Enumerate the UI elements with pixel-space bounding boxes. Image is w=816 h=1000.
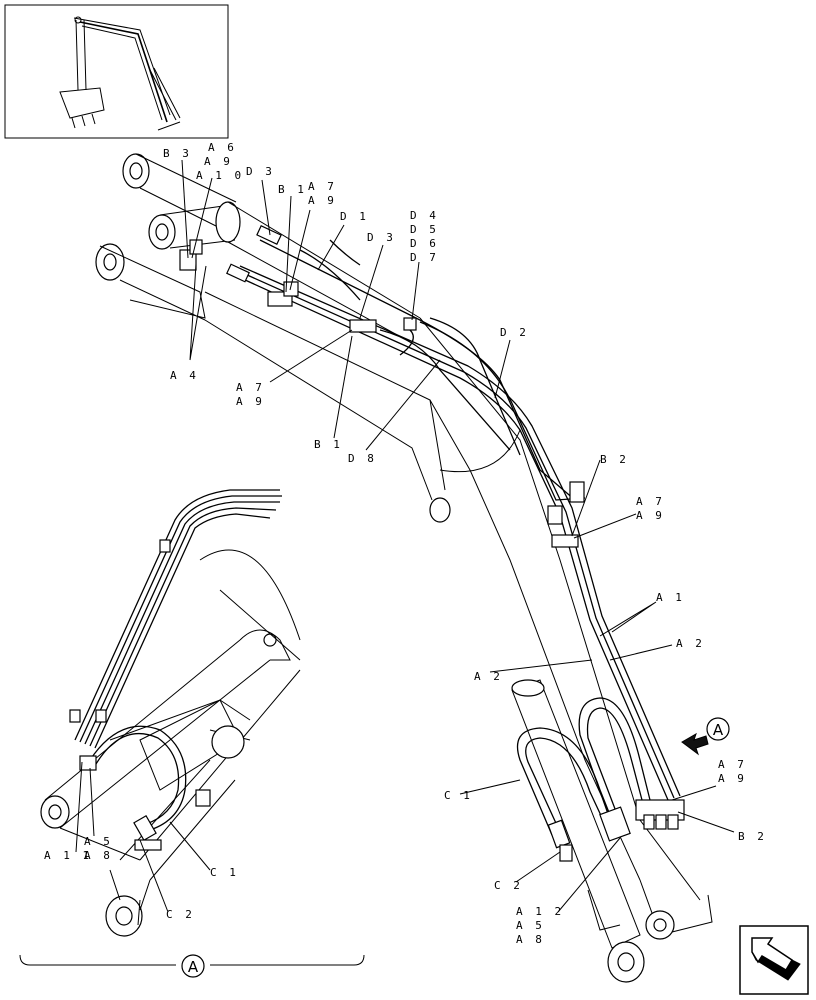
label-c1-main: C 1 [444, 789, 473, 802]
label-d4: D 4 [410, 209, 439, 222]
label-b3: B 3 [163, 147, 192, 160]
label-a2-right: A 2 [676, 637, 705, 650]
upper-boom [95, 153, 713, 983]
boom-hoses [179, 225, 685, 830]
label-a11: A 1 1 [44, 849, 92, 862]
label-b1-mid: B 1 [314, 438, 343, 451]
label-a9-left: A 9 [236, 395, 265, 408]
next-page-arrow-icon[interactable] [739, 925, 809, 995]
label-a12: A 1 2 [516, 905, 564, 918]
label-b2-low: B 2 [738, 830, 767, 843]
label-a5-main: A 5 [516, 919, 545, 932]
label-a8-detail: A 8 [84, 849, 113, 862]
label-a7-mid: A 7 [236, 381, 265, 394]
label-b2-top: B 2 [600, 453, 629, 466]
label-a9-low: A 9 [718, 772, 747, 785]
label-a9-top: A 9 [204, 155, 233, 168]
view-a-circle-label: A [713, 721, 724, 739]
label-d8: D 8 [348, 452, 377, 465]
detail-a-circle-label: A [188, 958, 199, 976]
label-a10: A 1 0 [196, 169, 244, 182]
label-c2-main: C 2 [494, 879, 523, 892]
label-d2-top: D 2 [500, 326, 529, 339]
label-a9-mid: A 9 [308, 194, 337, 207]
label-a1: A 1 [656, 591, 685, 604]
label-b1-top: B 1 [278, 183, 307, 196]
label-a7-top: A 7 [308, 180, 337, 193]
label-a4: A 4 [170, 369, 199, 382]
callout-labels: B 3 A 6 A 9 A 1 0 D 3 B 1 A 7 A 9 D 1 D … [44, 141, 767, 946]
label-a2-left: A 2 [474, 670, 503, 683]
label-a5-detail: A 5 [84, 835, 113, 848]
label-a7-right: A 7 [636, 495, 665, 508]
leader-lines [75, 159, 735, 913]
label-d6: D 6 [410, 237, 439, 250]
thumbnail-excavator-arm [4, 4, 229, 139]
view-a-marker: A [681, 717, 730, 756]
label-d3-left: D 3 [246, 165, 275, 178]
label-c1-detail: C 1 [210, 866, 239, 879]
label-a9-right: A 9 [636, 509, 665, 522]
detail-view-a [40, 489, 301, 937]
label-d1: D 1 [340, 210, 369, 223]
label-d3-right: D 3 [367, 231, 396, 244]
label-d5: D 5 [410, 223, 439, 236]
label-c2-detail: C 2 [166, 908, 195, 921]
label-a6: A 6 [208, 141, 237, 154]
detail-a-brace: A [19, 954, 365, 978]
label-a8-main: A 8 [516, 933, 545, 946]
cylinder-hoses [516, 697, 651, 862]
label-a7-low: A 7 [718, 758, 747, 771]
label-d7: D 7 [410, 251, 439, 264]
